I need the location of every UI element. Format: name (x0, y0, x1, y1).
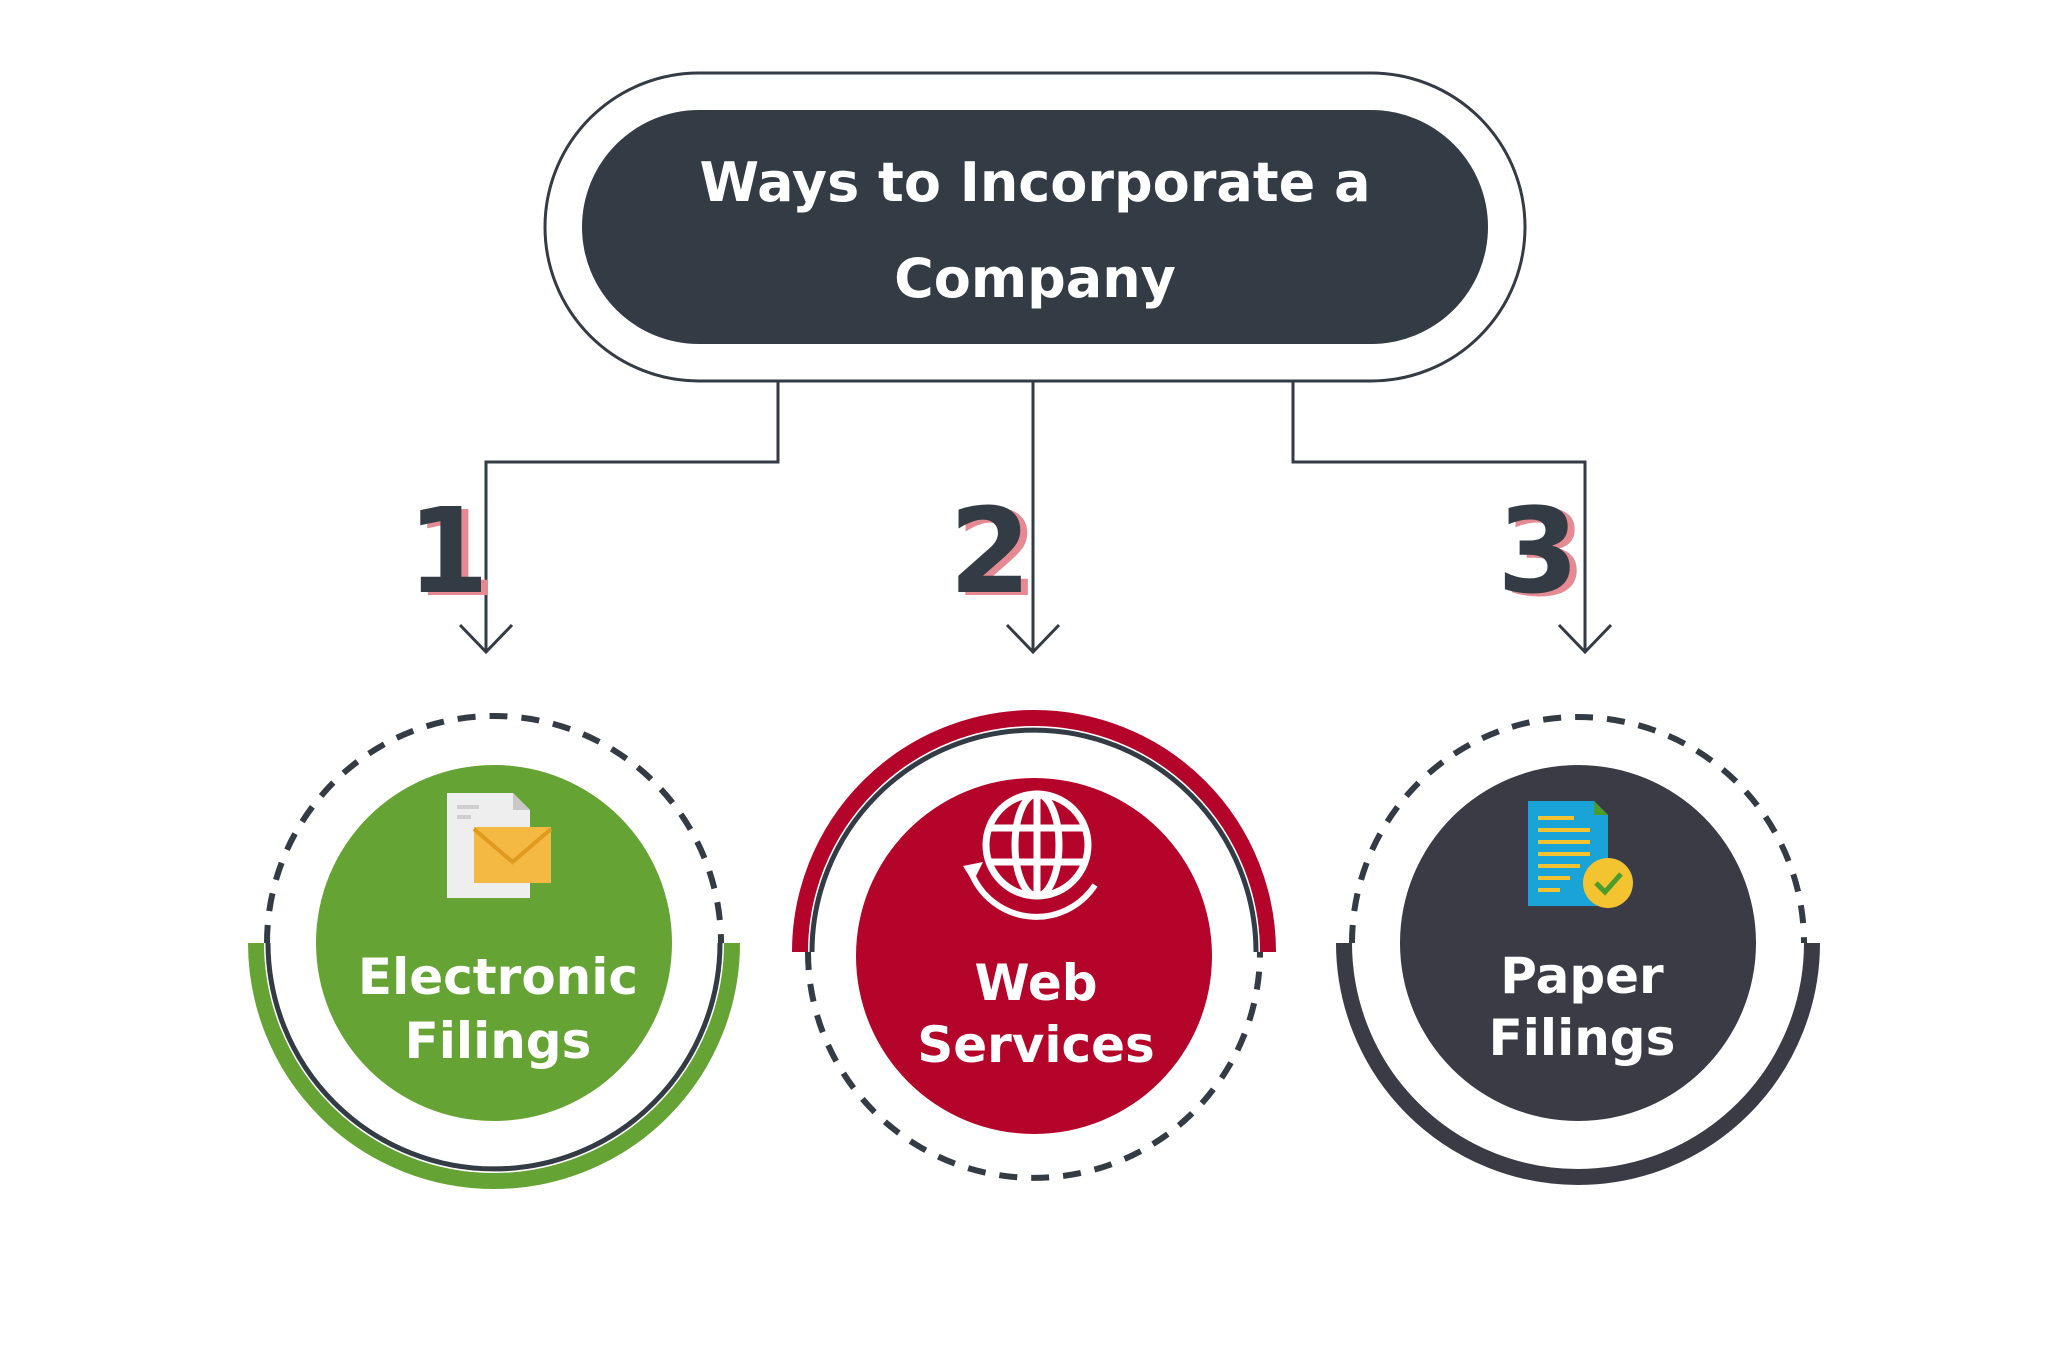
step-number-3-text: 3 (1497, 482, 1579, 620)
step-2-dark-arc (809, 727, 1259, 953)
step-number-1-text: 1 (407, 482, 489, 620)
step-2-label-line-2: Services (917, 1016, 1155, 1074)
arrowhead-3 (1557, 623, 1613, 655)
step-3-label-line-1: Paper (1500, 947, 1664, 1005)
step-number-3-shadow: 3 (1504, 485, 1586, 623)
connector-3 (1291, 381, 1587, 652)
step-1-circle (316, 765, 672, 1121)
step-3-node: Paper Filings (1336, 714, 1820, 1185)
globe-icon (963, 790, 1098, 920)
step-number-2-text: 2 (949, 482, 1031, 620)
document-check-icon (1528, 801, 1633, 908)
title-pill: Ways to Incorporate a Company (543, 71, 1527, 383)
title-pill-fill (582, 110, 1488, 344)
arrowhead-1 (458, 623, 514, 655)
step-number-2: 2 2 (949, 482, 1038, 623)
step-1-label-line-1: Electronic (358, 948, 638, 1006)
step-number-1-shadow: 1 (414, 485, 496, 623)
step-number-3: 3 3 (1497, 482, 1586, 623)
step-1-label-line-2: Filings (405, 1012, 592, 1070)
step-3-dashed-ring (1349, 714, 1807, 944)
connector-1 (484, 381, 780, 652)
step-2-node: Web Services (792, 710, 1276, 1181)
step-1-node: Electronic Filings (248, 713, 740, 1189)
arrowhead-2 (1005, 623, 1061, 655)
connectors (458, 381, 1613, 655)
document-envelope-icon (447, 793, 553, 898)
title-line-2: Company (894, 247, 1176, 310)
step-1-dark-arc (265, 942, 723, 1172)
step-3-label-line-2: Filings (1489, 1009, 1676, 1067)
step-3-circle (1400, 765, 1756, 1121)
step-2-dashed-ring (805, 951, 1263, 1181)
step-2-circle (856, 778, 1212, 1134)
step-number-1: 1 1 (407, 482, 496, 623)
step-3-dark-arc (1336, 942, 1820, 1185)
step-2-red-arc (792, 710, 1276, 953)
title-line-1: Ways to Incorporate a (699, 151, 1370, 214)
step-number-2-shadow: 2 (956, 485, 1038, 623)
step-1-dashed-ring (264, 713, 724, 944)
step-2-label-line-1: Web (974, 954, 1097, 1012)
step-1-green-arc (248, 942, 740, 1189)
